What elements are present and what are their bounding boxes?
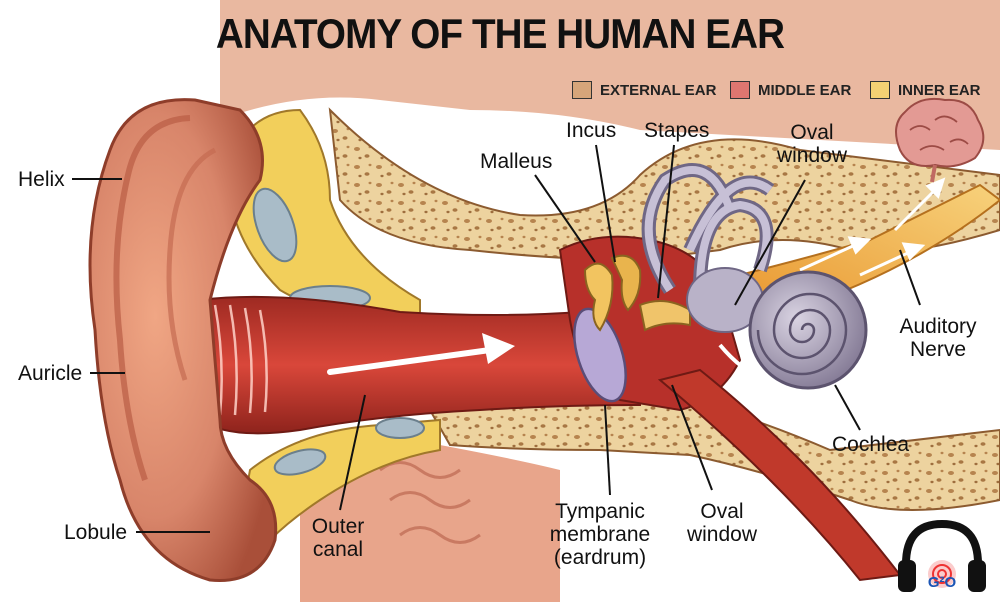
label-oval-window-bottom-line2: window <box>680 523 764 546</box>
legend-swatch-inner <box>870 81 890 99</box>
label-outer-canal-line1: Outer <box>298 515 378 538</box>
label-tympanic-line2: membrane <box>540 523 660 546</box>
legend-inner-ear: INNER EAR <box>870 78 981 102</box>
label-outer-canal-line2: canal <box>298 538 378 561</box>
lower-cartilage-2 <box>376 418 424 438</box>
label-oval-window-top-line2: window <box>770 144 854 167</box>
label-oval-window-bottom: Oval window <box>680 500 764 546</box>
label-tympanic-line3: (eardrum) <box>540 546 660 569</box>
legend-swatch-middle <box>730 81 750 99</box>
label-stapes: Stapes <box>644 119 709 142</box>
label-auditory-nerve-line1: Auditory <box>888 315 988 338</box>
label-oval-window-bottom-line1: Oval <box>680 500 764 523</box>
legend-label-inner: INNER EAR <box>898 82 981 99</box>
label-lobule: Lobule <box>64 521 127 544</box>
cochlea-shape <box>750 272 866 388</box>
label-incus: Incus <box>566 119 616 142</box>
label-oval-window-top-line1: Oval <box>770 121 854 144</box>
label-auditory-nerve-line2: Nerve <box>888 338 988 361</box>
legend-swatch-external <box>572 81 592 99</box>
legend-label-external: EXTERNAL EAR <box>600 82 716 99</box>
label-tympanic-line1: Tympanic <box>540 500 660 523</box>
label-outer-canal: Outer canal <box>298 515 378 561</box>
label-malleus: Malleus <box>480 150 552 173</box>
label-helix: Helix <box>18 168 65 191</box>
label-oval-window-top: Oval window <box>770 121 854 167</box>
label-tympanic-membrane: Tympanic membrane (eardrum) <box>540 500 660 569</box>
logo: G²O <box>892 512 992 598</box>
logo-text: G²O <box>922 574 962 591</box>
label-auditory-nerve: Auditory Nerve <box>888 315 988 361</box>
label-auricle: Auricle <box>18 362 82 385</box>
diagram-title: ANATOMY OF THE HUMAN EAR <box>40 10 960 58</box>
legend-middle-ear: MIDDLE EAR <box>730 78 851 102</box>
legend-label-middle: MIDDLE EAR <box>758 82 851 99</box>
label-cochlea: Cochlea <box>832 433 909 456</box>
legend-external-ear: EXTERNAL EAR <box>572 78 716 102</box>
